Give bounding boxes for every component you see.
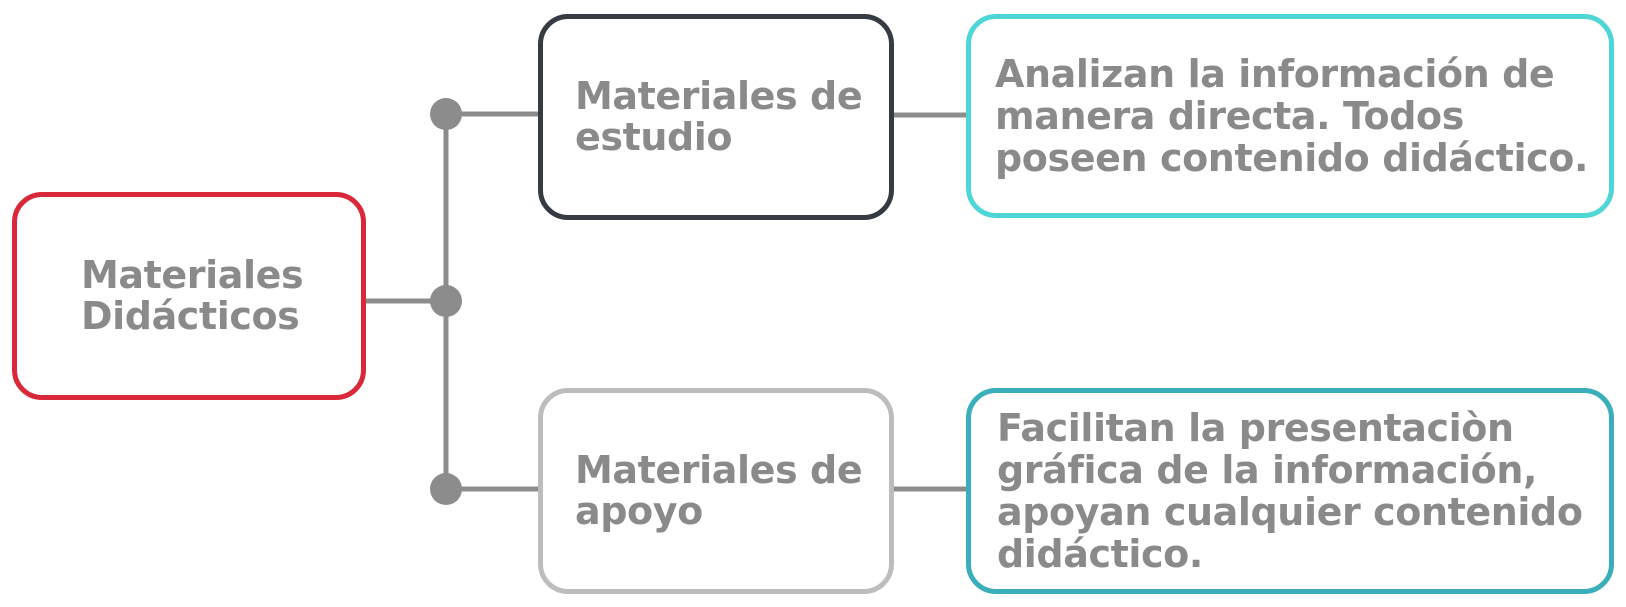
root-node: Materiales Didácticos bbox=[12, 192, 366, 400]
junction-dot-top bbox=[430, 98, 462, 130]
category-node-support: Materiales de apoyo bbox=[538, 388, 894, 594]
description-node-support: Facilitan la presentaciòn gráfica de la … bbox=[966, 388, 1614, 594]
description-node-support-text: Facilitan la presentaciòn gráfica de la … bbox=[997, 406, 1583, 576]
root-node-label: Materiales Didácticos bbox=[81, 253, 304, 338]
description-node-study: Analizan la información de manera direct… bbox=[966, 14, 1614, 218]
category-node-support-label: Materiales de apoyo bbox=[575, 448, 863, 533]
category-node-study-label: Materiales de estudio bbox=[575, 74, 863, 159]
category-node-study: Materiales de estudio bbox=[538, 14, 894, 220]
description-node-study-text: Analizan la información de manera direct… bbox=[995, 52, 1589, 180]
junction-dot-middle bbox=[430, 285, 462, 317]
junction-dot-bottom bbox=[430, 473, 462, 505]
